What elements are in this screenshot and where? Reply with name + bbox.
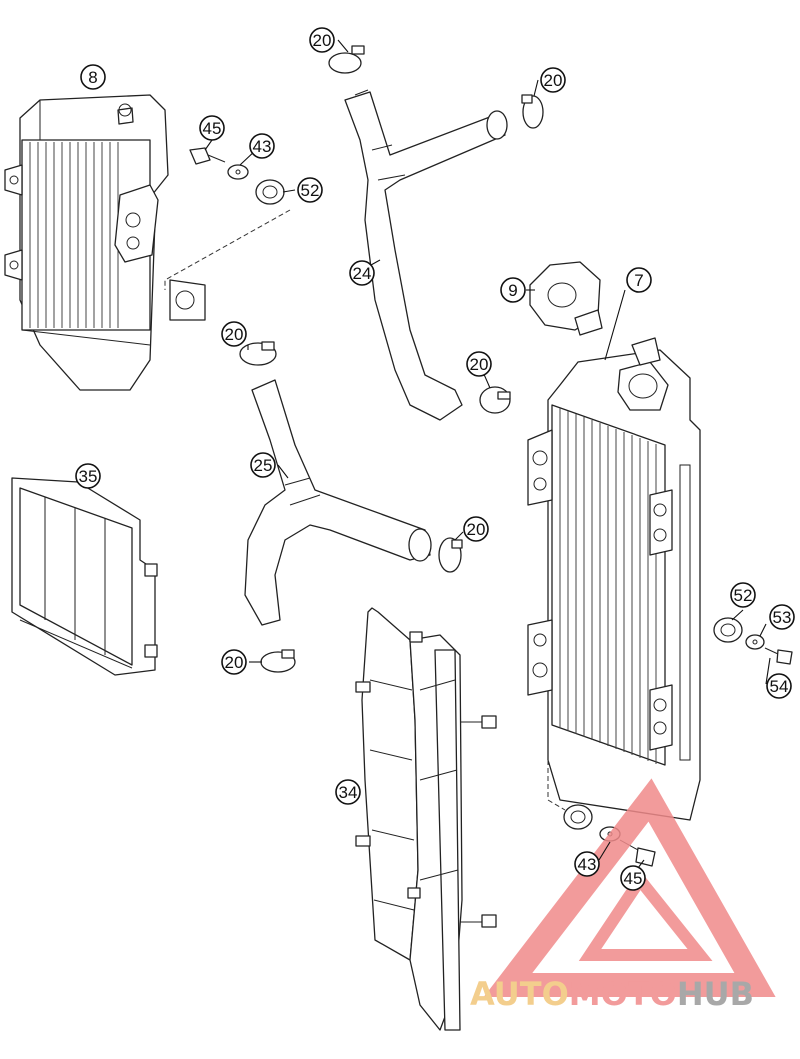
callout-20-lower[interactable]: 20 <box>221 649 247 675</box>
svg-text:24: 24 <box>353 264 372 283</box>
svg-text:54: 54 <box>770 677 789 696</box>
callout-54[interactable]: 54 <box>766 673 792 699</box>
svg-text:43: 43 <box>578 855 597 874</box>
svg-text:20: 20 <box>225 653 244 672</box>
callout-9[interactable]: 9 <box>500 277 526 303</box>
watermark-triangle-outer <box>483 778 776 997</box>
svg-text:20: 20 <box>467 520 486 539</box>
svg-text:20: 20 <box>470 355 489 374</box>
svg-text:45: 45 <box>203 119 222 138</box>
svg-text:9: 9 <box>508 281 517 300</box>
svg-text:35: 35 <box>79 467 98 486</box>
hose-25 <box>244 379 432 626</box>
hose-clamps-middle <box>239 341 511 673</box>
svg-text:20: 20 <box>544 71 563 90</box>
callout-43-lower[interactable]: 43 <box>574 851 600 877</box>
callout-24[interactable]: 24 <box>349 260 375 286</box>
svg-text:20: 20 <box>313 31 332 50</box>
callout-20-mid-left[interactable]: 20 <box>221 321 247 347</box>
callout-35[interactable]: 35 <box>75 463 101 489</box>
louver-35 <box>11 477 158 676</box>
callout-52-upper[interactable]: 52 <box>297 177 323 203</box>
svg-text:34: 34 <box>339 783 358 802</box>
callout-34[interactable]: 34 <box>335 779 361 805</box>
left-radiator <box>4 94 206 391</box>
hose-24 <box>344 89 508 421</box>
svg-text:52: 52 <box>301 181 320 200</box>
right-radiator <box>527 337 701 821</box>
right-mount-hardware <box>563 617 793 867</box>
louver-34 <box>355 607 497 1031</box>
svg-text:8: 8 <box>88 68 97 87</box>
svg-text:45: 45 <box>624 869 643 888</box>
watermark-hub: HUB <box>677 975 754 1013</box>
watermark: AUTOMOTOHUB <box>470 778 776 1013</box>
svg-text:52: 52 <box>734 586 753 605</box>
radiator-cap <box>529 261 603 336</box>
watermark-triangle-inner <box>578 869 713 961</box>
callout-20-mid[interactable]: 20 <box>466 351 492 377</box>
watermark-moto: MOTO <box>569 975 677 1013</box>
svg-text:20: 20 <box>225 325 244 344</box>
callout-45-upper[interactable]: 45 <box>199 115 225 141</box>
watermark-auto: AUTO <box>470 975 569 1013</box>
callout-7[interactable]: 7 <box>626 267 652 293</box>
callout-53[interactable]: 53 <box>769 604 795 630</box>
svg-text:53: 53 <box>773 608 792 627</box>
callout-52-lower[interactable]: 52 <box>730 582 756 608</box>
svg-text:25: 25 <box>254 456 273 475</box>
callout-43-upper[interactable]: 43 <box>249 133 275 159</box>
svg-text:43: 43 <box>253 137 272 156</box>
watermark-text: AUTOMOTOHUB <box>470 975 754 1013</box>
hose-clamps-upper <box>328 45 544 129</box>
callouts: 8 45 43 52 20 20 24 9 7 20 20 25 20 35 2… <box>75 27 795 891</box>
callout-20-hose25[interactable]: 20 <box>463 516 489 542</box>
left-mount-hardware <box>164 147 291 290</box>
callout-45-lower[interactable]: 45 <box>620 865 646 891</box>
callout-20-top[interactable]: 20 <box>309 27 335 53</box>
callout-25[interactable]: 25 <box>250 452 276 478</box>
svg-text:7: 7 <box>634 271 643 290</box>
callout-20-top-right[interactable]: 20 <box>540 67 566 93</box>
callout-8[interactable]: 8 <box>80 64 106 90</box>
